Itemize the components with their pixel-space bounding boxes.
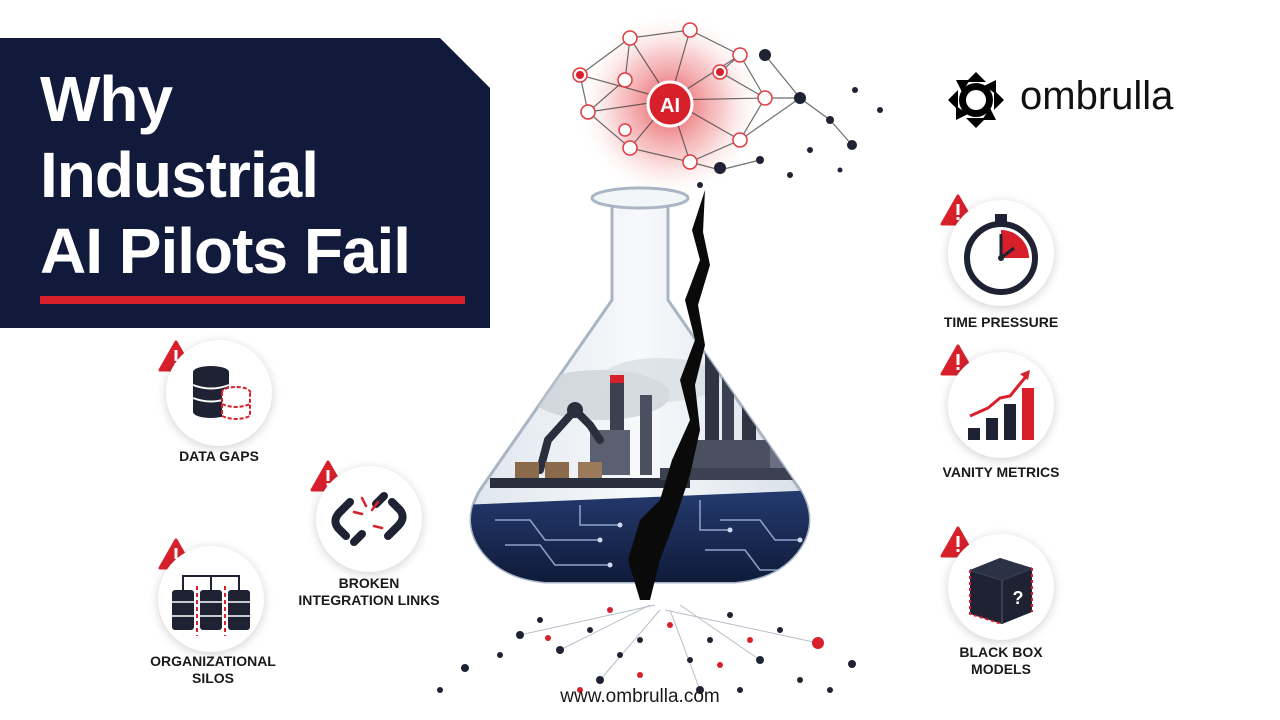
broken-links-label-2: INTEGRATION LINKS <box>298 592 440 608</box>
database-icon <box>192 366 251 420</box>
ai-badge-label: AI <box>660 95 680 117</box>
black-box-label-2: MODELS <box>971 661 1031 677</box>
bar-chart-icon <box>968 370 1034 440</box>
flask-icon <box>469 186 811 600</box>
silo-tanks-icon <box>172 575 250 636</box>
title-line-2: Industrial <box>40 139 319 211</box>
black-box-label-1: BLACK BOX <box>959 644 1043 660</box>
title-line-1: Why <box>40 63 173 135</box>
data-gaps-badge <box>166 340 272 446</box>
title-banner <box>0 38 490 328</box>
brand-name: ombrulla <box>1020 74 1174 118</box>
banner-notch <box>440 38 490 88</box>
black-box-icon: ? <box>969 558 1033 625</box>
broken-links-label-1: BROKEN <box>338 575 400 591</box>
website-url[interactable]: www.ombrulla.com <box>560 686 720 707</box>
black-box-question-mark: ? <box>1013 588 1024 608</box>
vanity-metrics-label: VANITY METRICS <box>942 464 1060 480</box>
broken-link-icon <box>331 492 407 546</box>
brand-logo-icon <box>948 72 1004 128</box>
title-underline <box>40 296 465 304</box>
vanity-metrics-badge <box>948 352 1054 458</box>
particle-spray <box>437 604 856 694</box>
black-box-badge: ? <box>948 534 1054 640</box>
ai-network-icon <box>572 10 883 200</box>
data-gaps-label: DATA GAPS <box>179 448 259 464</box>
org-silos-badge <box>158 546 264 652</box>
org-silos-label-2: SILOS <box>191 670 234 686</box>
broken-links-badge <box>316 466 422 572</box>
org-silos-label-1: ORGANIZATIONAL <box>150 653 276 669</box>
title-line-3: AI Pilots Fail <box>40 215 411 287</box>
time-pressure-badge <box>948 200 1054 306</box>
stopwatch-icon <box>964 214 1038 295</box>
time-pressure-label: TIME PRESSURE <box>943 314 1059 330</box>
